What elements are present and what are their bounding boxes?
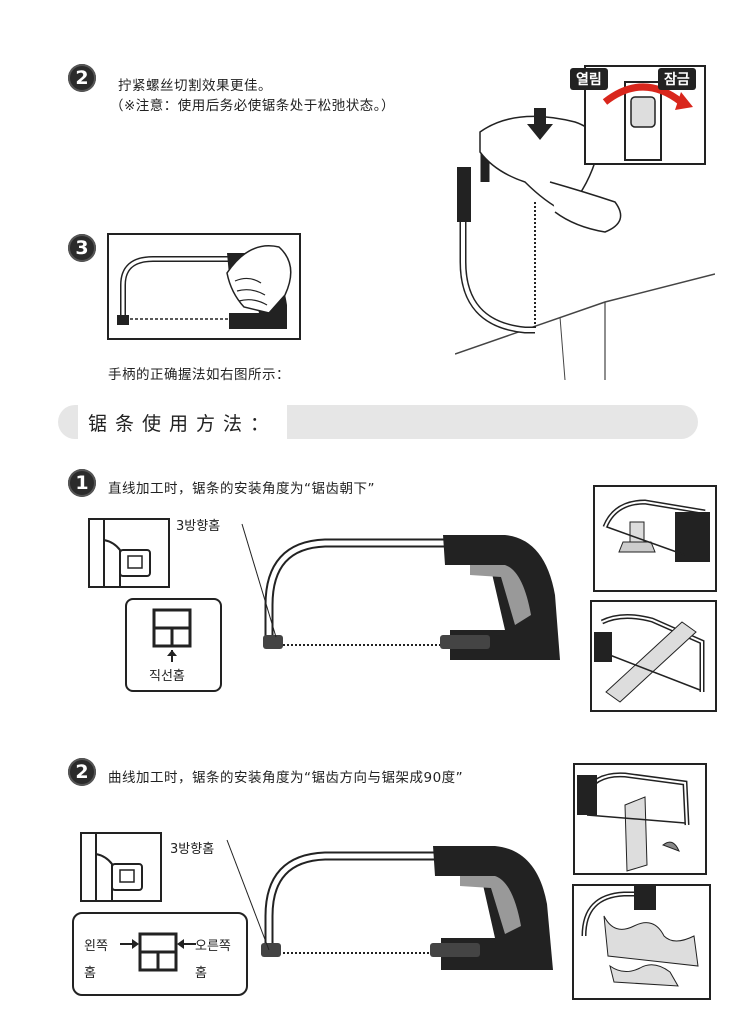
usage2-left-label-1: 왼쪽 <box>84 939 108 954</box>
step-number-3: 3 <box>68 234 96 262</box>
usage2-left-label-2: 홈 <box>84 966 96 981</box>
step2-note: （※注意：使用后务必使锯条处于松弛状态。） <box>110 98 396 114</box>
usage2-photo-post <box>573 763 707 875</box>
usage2-right-label-2: 홈 <box>195 966 207 981</box>
usage1-photo-bolt <box>593 485 717 592</box>
usage1-text: 直线加工时，锯条的安装角度为“锯齿朝下” <box>108 481 375 497</box>
usage1-groove-label: 3방향홈 <box>176 519 221 534</box>
section-title: 锯条使用方法： <box>78 405 288 439</box>
usage1-detail-box <box>88 518 170 588</box>
hacksaw-illustration-1 <box>255 525 570 670</box>
label-close: 잠금 <box>658 68 696 90</box>
usage1-slot-label: 직선홈 <box>149 669 185 684</box>
step3-caption: 手柄的正确握法如右图所示： <box>108 367 290 383</box>
usage1-photo-bar <box>590 600 717 712</box>
usage2-photo-curve <box>572 884 711 1000</box>
usage2-slot-box <box>72 912 248 996</box>
usage-number-1: 1 <box>68 469 96 497</box>
usage2-pointer-line <box>226 839 270 951</box>
usage2-groove-label: 3방향홈 <box>170 842 215 857</box>
usage-number-2: 2 <box>68 758 96 786</box>
usage1-slot-box <box>125 598 222 692</box>
usage2-right-label-1: 오른쪽 <box>195 939 231 954</box>
hacksaw-illustration-2 <box>255 838 570 978</box>
handle-grip-illustration <box>107 233 301 340</box>
usage2-detail-box <box>80 832 162 902</box>
label-open: 열림 <box>570 68 608 90</box>
usage1-pointer-line <box>241 523 277 638</box>
tightening-illustration <box>454 62 716 384</box>
step-number-2: 2 <box>68 64 96 92</box>
usage2-text: 曲线加工时，锯条的安装角度为“锯齿方向与锯架成90度” <box>108 770 464 786</box>
step2-instruction: 拧紧螺丝切割效果更佳。 <box>118 78 272 94</box>
